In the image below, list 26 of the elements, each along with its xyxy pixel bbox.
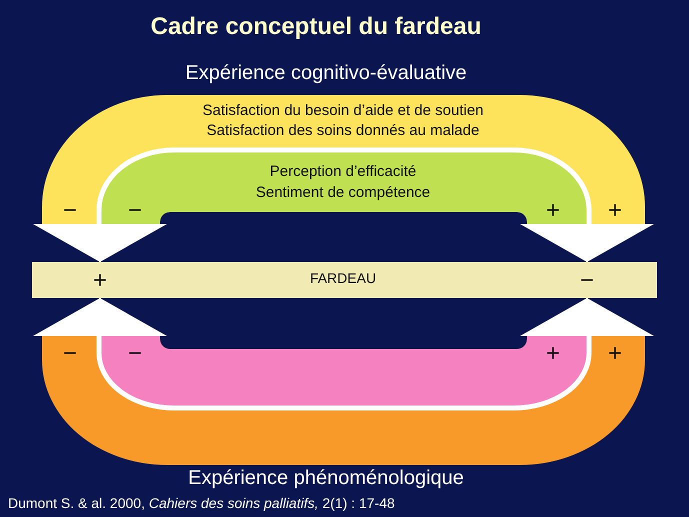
sign-symbol: + bbox=[546, 342, 560, 366]
sign-symbol: + bbox=[93, 269, 107, 293]
sign-symbol: + bbox=[608, 199, 622, 223]
bar-label: FARDEAU bbox=[310, 269, 376, 287]
title: Cadre conceptuel du fardeau bbox=[150, 13, 482, 41]
sign-symbol: − bbox=[580, 269, 594, 293]
sign-symbol: + bbox=[608, 342, 622, 366]
horizontal-bar bbox=[32, 262, 657, 298]
sign-symbol: − bbox=[128, 342, 142, 366]
arrow bbox=[33, 224, 167, 262]
sign-symbol: − bbox=[128, 199, 142, 223]
arrow bbox=[520, 298, 654, 336]
statement-text: Satisfaction du besoin d’aide et de soutien bbox=[202, 102, 484, 120]
arrow bbox=[520, 224, 654, 262]
u-band bbox=[96, 336, 592, 411]
citation: Dumont S. & al. 2000, Cahiers des soins palliatifs, 2(1) : 17-48 bbox=[8, 494, 395, 512]
section-heading: Expérience cognitivo-évaluative bbox=[185, 61, 467, 85]
sign-symbol: − bbox=[63, 342, 77, 366]
sign-symbol: − bbox=[63, 199, 77, 223]
arrow bbox=[33, 298, 167, 336]
statement-text: Sentiment de compétence bbox=[256, 184, 430, 202]
statement-text: Satisfaction des soins donnés au malade bbox=[206, 122, 480, 140]
arch-band bbox=[96, 147, 592, 224]
statement-text: Perception d’efficacité bbox=[270, 163, 416, 181]
sign-symbol: + bbox=[546, 199, 560, 223]
section-heading: Expérience phénoménologique bbox=[188, 466, 464, 490]
